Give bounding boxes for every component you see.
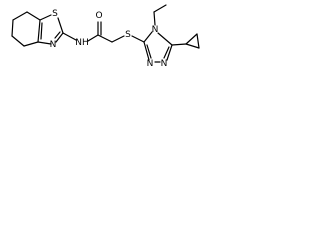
triazole-n2-label: N <box>147 59 154 69</box>
thioether-sulfur-label: S <box>125 30 131 40</box>
atom-labels: S N NH O S N N N <box>50 9 168 69</box>
bond <box>163 46 170 59</box>
bond <box>97 34 113 43</box>
bond <box>185 43 200 49</box>
chemical-structure-canvas: S N NH O S N N N <box>0 0 216 84</box>
bond <box>23 41 39 47</box>
cyclohexane-ring <box>11 11 41 47</box>
bond <box>12 11 28 21</box>
amide-nh-label: NH <box>75 38 89 48</box>
bond <box>146 44 152 59</box>
bond <box>39 14 52 21</box>
triazole-n4-label: N <box>152 25 159 35</box>
bond <box>26 11 41 21</box>
thiazole-nitrogen-label: N <box>50 40 57 50</box>
thiazole-sulfur-label: S <box>52 9 58 19</box>
bond <box>37 41 52 45</box>
bond <box>171 43 187 46</box>
carbonyl-oxygen-label: O <box>95 11 102 21</box>
bond <box>11 19 14 37</box>
bond <box>153 4 167 13</box>
bond <box>143 31 153 43</box>
bond <box>37 19 41 43</box>
cyclopropyl-group <box>171 33 200 49</box>
bond <box>57 17 64 34</box>
thiazole-ring <box>37 14 64 45</box>
triazole-ring <box>143 31 173 63</box>
bond <box>62 32 77 41</box>
bond <box>54 31 61 39</box>
amide-linker <box>62 21 145 43</box>
bond <box>111 35 125 43</box>
bond <box>87 34 99 42</box>
bond <box>11 35 25 47</box>
triazole-n1-label: N <box>161 59 168 69</box>
bond <box>196 33 200 49</box>
bond <box>153 11 156 26</box>
molecule-drawing: S N NH O S N N N <box>11 4 200 69</box>
bond <box>131 35 145 43</box>
bond <box>40 22 43 40</box>
bond <box>143 41 150 61</box>
bond <box>185 33 198 45</box>
bond <box>157 32 173 46</box>
ethyl-group <box>153 4 167 26</box>
bond <box>55 32 64 43</box>
bond <box>166 44 173 61</box>
